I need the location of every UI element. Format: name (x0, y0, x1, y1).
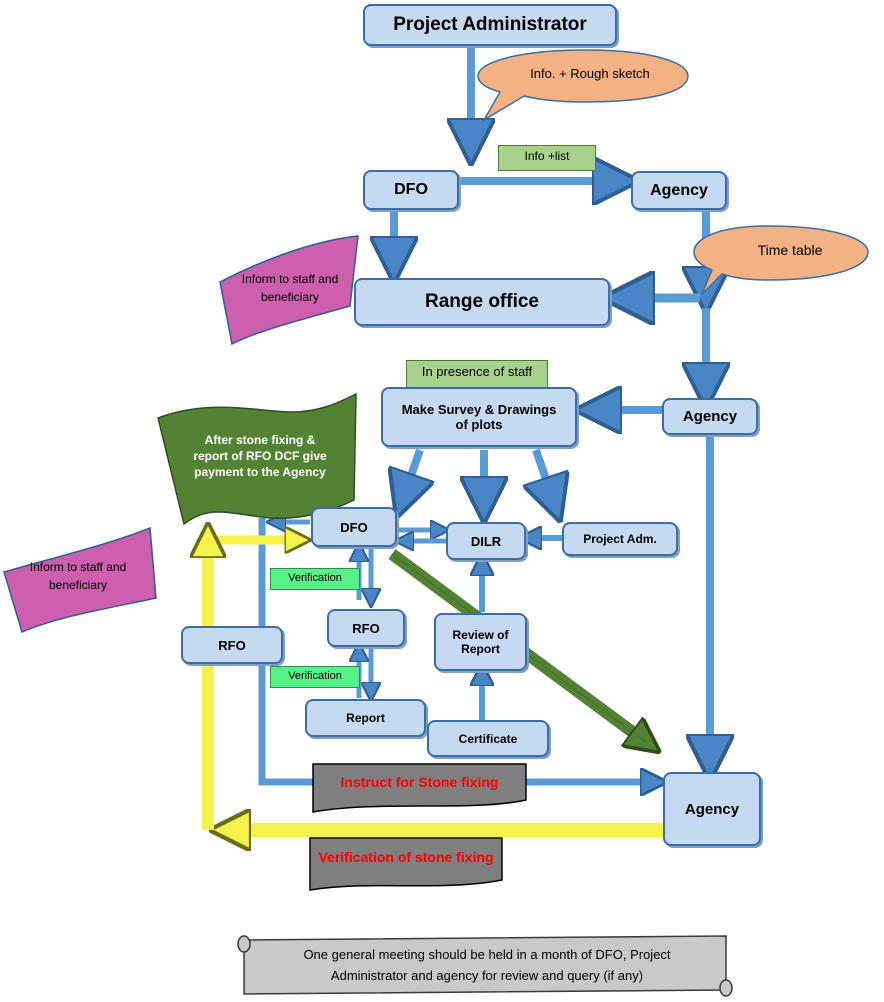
node-agency-bottom: Agency (663, 772, 761, 846)
node-review-report: Review of Report (434, 613, 527, 671)
arrow-survey-to-project-adm (536, 448, 553, 500)
node-certificate: Certificate (427, 720, 549, 757)
tag-info-list: Info +list (498, 145, 596, 171)
callout-info-sketch-text: Info. + Rough sketch (530, 66, 650, 81)
node-agency-mid: Agency (662, 398, 758, 435)
note-inform-top (219, 235, 359, 346)
arrow-survey-to-dfo (404, 448, 420, 496)
callout-time-table-text: Time table (757, 242, 823, 258)
node-survey: Make Survey & Drawings of plots (381, 387, 577, 447)
node-project-adm: Project Adm. (562, 522, 678, 556)
node-dfo-mid: DFO (311, 507, 397, 547)
note-payment-flag (157, 392, 357, 526)
note-inform-top-text: Inform to staff and beneficiary (241, 272, 339, 304)
tag-verification-2: Verification (270, 666, 360, 688)
callout-info-sketch (477, 49, 689, 123)
node-dilr: DILR (446, 522, 526, 560)
callout-time-table (693, 225, 869, 295)
node-rfo-left: RFO (181, 626, 283, 664)
note-payment-text: After stone fixing & report of RFO DCF g… (193, 433, 327, 479)
node-range-office: Range office (354, 278, 610, 326)
note-inform-left-text: Inform to staff and beneficiary (29, 560, 127, 592)
banner-verification (309, 837, 503, 891)
banner-instruct-text: Instruct for Stone fixing (340, 774, 499, 790)
banner-instruct (312, 763, 527, 813)
banner-verification-text: Verification of stone fixing (318, 849, 494, 865)
node-dfo-top: DFO (363, 170, 459, 210)
tag-in-presence: In presence of staff (406, 360, 548, 390)
node-report: Report (305, 699, 426, 737)
tag-verification-1: Verification (270, 568, 360, 590)
node-rfo-mid: RFO (327, 609, 405, 647)
node-project-administrator: Project Administrator (363, 4, 617, 46)
node-agency-top: Agency (631, 171, 727, 210)
note-meeting-text: One general meeting should be held in a … (303, 947, 671, 983)
note-inform-left (3, 526, 157, 634)
